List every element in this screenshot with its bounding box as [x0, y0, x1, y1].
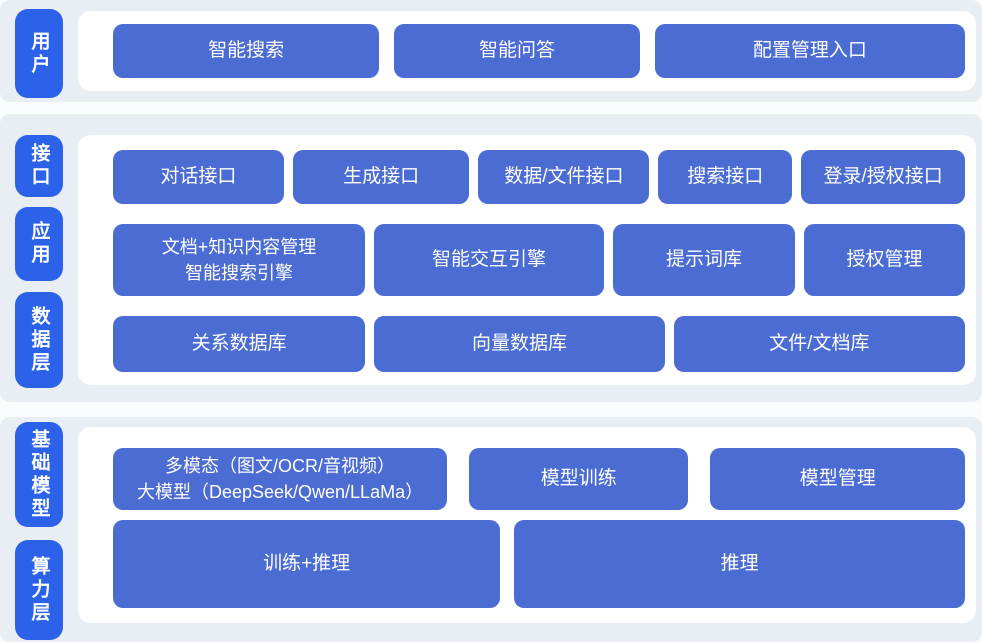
model-training-block: 模型训练	[469, 448, 689, 510]
user-layer-panel: 智能搜索 智能问答 配置管理入口	[78, 11, 976, 91]
foundation-model-row: 多模态（图文/OCR/音视频） 大模型（DeepSeek/Qwen/LLaMa）…	[113, 448, 965, 510]
bottom-layers-band: 基础模型 算力层 多模态（图文/OCR/音视频） 大模型（DeepSeek/Qw…	[0, 417, 982, 642]
layer-label-data: 数据层	[15, 292, 63, 388]
multimodal-llm-block: 多模态（图文/OCR/音视频） 大模型（DeepSeek/Qwen/LLaMa）	[113, 448, 448, 510]
auth-management-block: 授权管理	[804, 224, 965, 296]
search-api-block: 搜索接口	[658, 150, 793, 204]
smart-search-block: 智能搜索	[113, 24, 380, 78]
smart-qa-block: 智能问答	[394, 24, 640, 78]
bottom-layers-panel: 多模态（图文/OCR/音视频） 大模型（DeepSeek/Qwen/LLaMa）…	[78, 427, 976, 623]
middle-layers-panel: 对话接口 生成接口 数据/文件接口 搜索接口 登录/授权接口 文档+知识内容管理…	[78, 135, 976, 385]
file-doc-store-block: 文件/文档库	[673, 316, 965, 372]
user-layer-band: 用户 智能搜索 智能问答 配置管理入口	[0, 0, 982, 102]
layer-label-application: 应用	[15, 207, 63, 281]
user-layer-row: 智能搜索 智能问答 配置管理入口	[113, 24, 966, 78]
interactive-engine-block: 智能交互引擎	[374, 224, 604, 296]
prompt-library-block: 提示词库	[613, 224, 795, 296]
compute-layer-row: 训练+推理 推理	[113, 520, 965, 608]
vector-db-block: 向量数据库	[374, 316, 665, 372]
application-layer-row: 文档+知识内容管理 智能搜索引擎 智能交互引擎 提示词库 授权管理	[113, 224, 965, 296]
layer-label-interface: 接口	[15, 135, 63, 197]
layer-label-foundation-model: 基础模型	[15, 422, 63, 527]
doc-knowledge-search-engine-block: 文档+知识内容管理 智能搜索引擎	[113, 224, 365, 296]
inference-block: 推理	[514, 520, 965, 608]
model-management-block: 模型管理	[710, 448, 965, 510]
login-auth-api-block: 登录/授权接口	[801, 150, 966, 204]
middle-layers-band: 接口 应用 数据层 对话接口 生成接口 数据/文件接口 搜索接口 登录/授权接口…	[0, 114, 982, 402]
relational-db-block: 关系数据库	[113, 316, 366, 372]
generate-api-block: 生成接口	[292, 150, 470, 204]
data-file-api-block: 数据/文件接口	[478, 150, 650, 204]
config-management-entry-block: 配置管理入口	[654, 24, 966, 78]
data-layer-row: 关系数据库 向量数据库 文件/文档库	[113, 316, 965, 372]
layer-label-user: 用户	[15, 9, 63, 98]
dialog-api-block: 对话接口	[113, 150, 284, 204]
training-inference-block: 训练+推理	[113, 520, 501, 608]
interface-layer-row: 对话接口 生成接口 数据/文件接口 搜索接口 登录/授权接口	[113, 150, 966, 204]
layer-label-compute: 算力层	[15, 540, 63, 640]
